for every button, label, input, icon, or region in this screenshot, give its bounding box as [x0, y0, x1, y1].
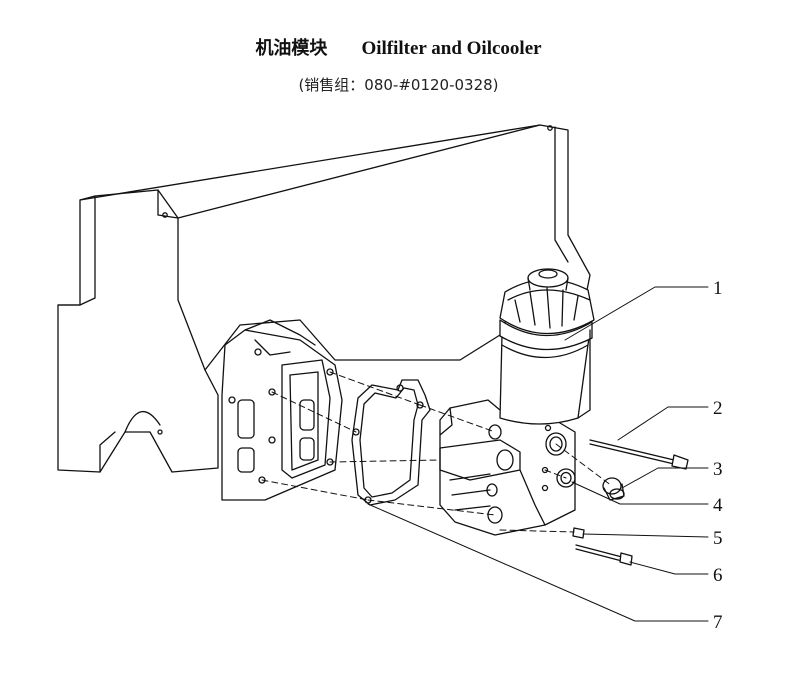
leader-lines	[367, 286, 709, 622]
oil-module-housing	[439, 399, 576, 536]
leader-6	[629, 561, 709, 575]
leader-4	[571, 481, 709, 505]
bolt-part-6	[575, 544, 633, 566]
callout-5: 5	[713, 528, 723, 549]
leader-5	[582, 533, 709, 538]
plug-screw-part-3	[602, 477, 625, 501]
callout-2: 2	[713, 398, 723, 419]
callout-6: 6	[713, 565, 723, 586]
short-screw-part-5	[572, 527, 585, 539]
leader-3	[621, 467, 709, 489]
seal-ring-part-4	[556, 468, 576, 488]
assembly-dash-lines	[261, 371, 613, 533]
title-english: Oilfilter and Oilcooler	[361, 38, 542, 59]
leader-1	[564, 286, 709, 341]
gasket-part-7	[351, 379, 431, 506]
block-mounting-flange	[221, 319, 343, 501]
oil-filter-canister-part-1	[499, 268, 595, 425]
callout-4: 4	[713, 495, 723, 516]
title-chinese: 机油模块	[255, 38, 328, 59]
title: 机油模块 Oilfilter and Oilcooler	[0, 34, 797, 60]
callout-1: 1	[713, 278, 723, 299]
leader-7	[367, 503, 709, 622]
callout-3: 3	[713, 459, 723, 480]
long-bolt-part-2	[589, 439, 689, 470]
leader-2	[617, 406, 709, 441]
callout-7: 7	[713, 612, 723, 633]
callout-numbers: 1 2 3 4 5 6 7	[713, 278, 723, 633]
engine-block	[57, 124, 591, 473]
sales-group-subtitle: (销售组：080-#0120-0328)	[298, 76, 499, 94]
